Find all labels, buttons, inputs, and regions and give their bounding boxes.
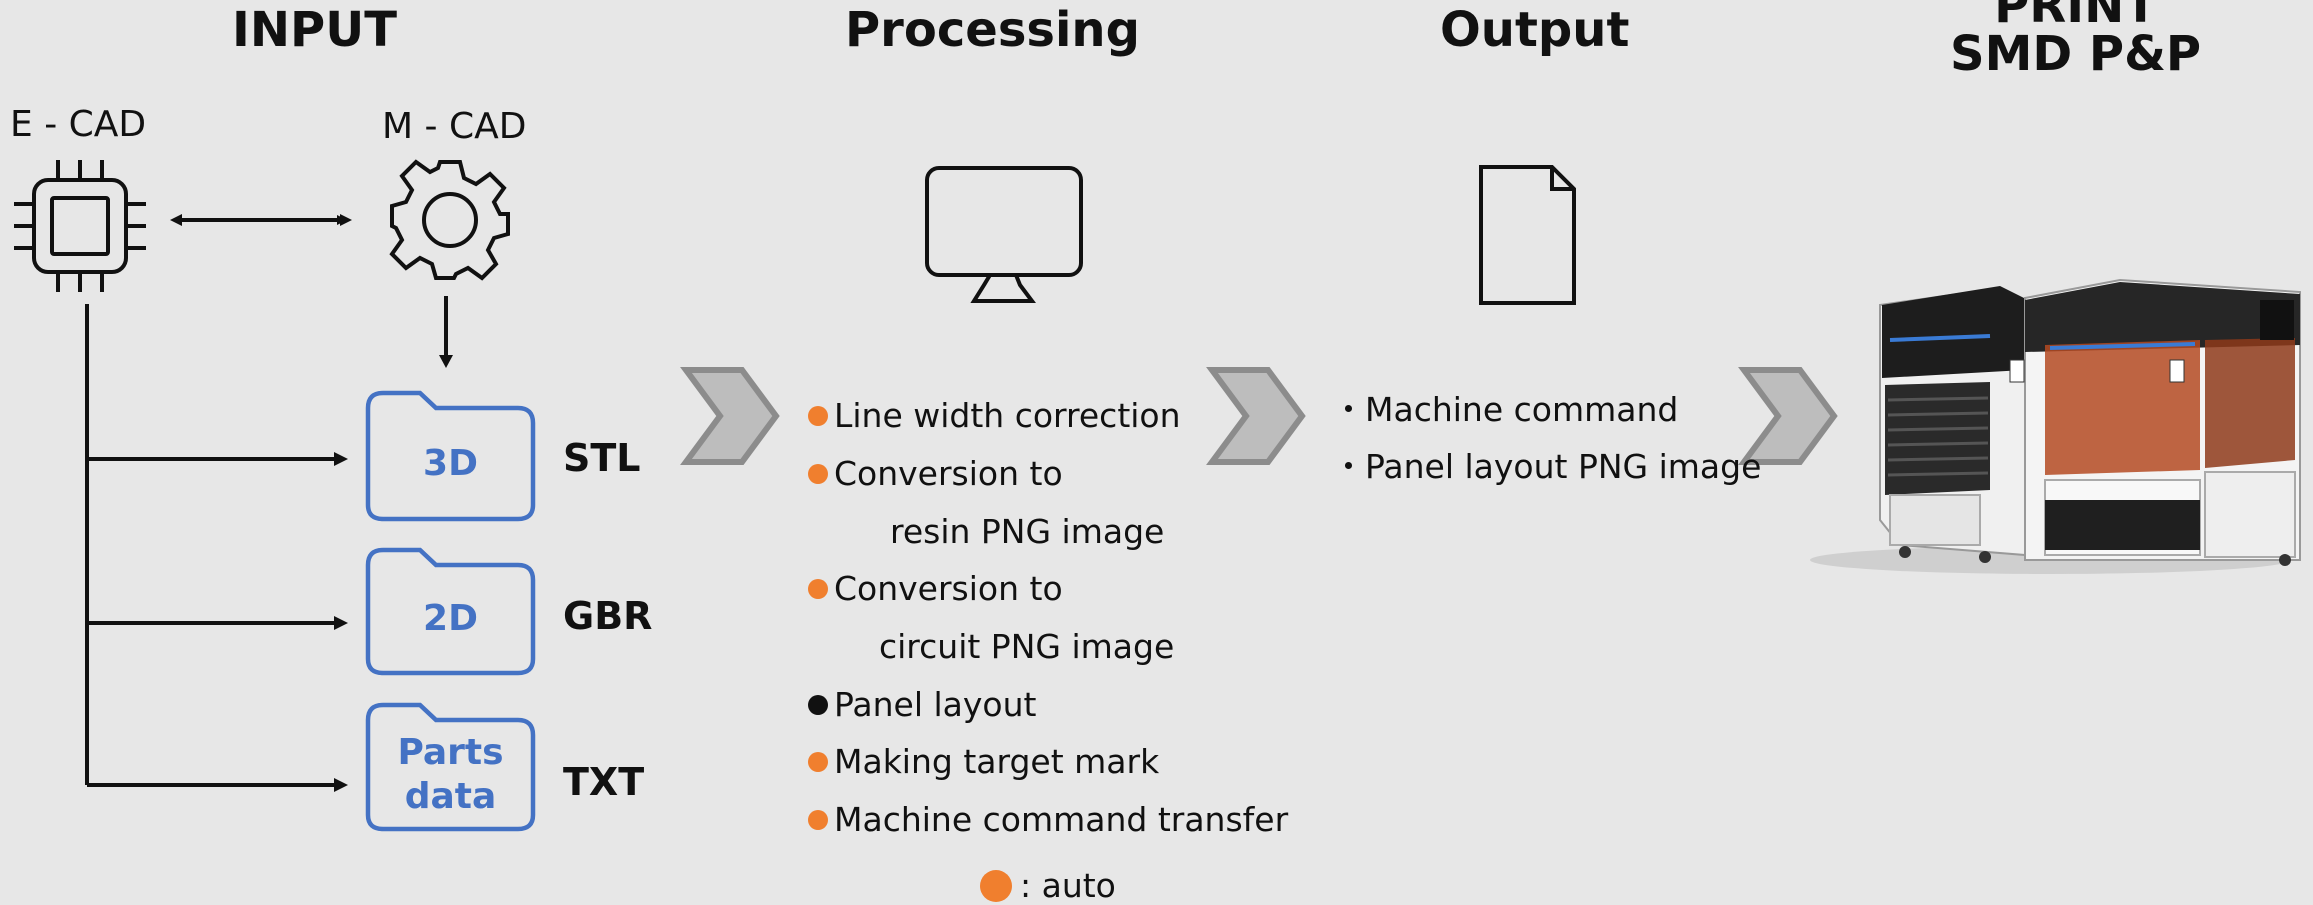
folder-2d-label-line1: 2D	[423, 598, 478, 639]
process-item-circuit-conversion-cont: circuit PNG image	[879, 627, 1175, 666]
folder-3d-label: 3D	[368, 408, 533, 519]
process-item-target-mark: Making target mark	[808, 742, 1159, 781]
heading-input: INPUT	[232, 2, 397, 58]
mcad-label: M - CAD	[382, 106, 527, 147]
heading-print-line2: SMD P&P	[1950, 26, 2202, 82]
legend: : auto	[980, 866, 1116, 905]
heading-print-line1: PRINT	[1994, 0, 2158, 34]
ecad-label: E - CAD	[10, 104, 147, 145]
auto-marker-icon	[808, 578, 828, 599]
process-item-text: Conversion to	[834, 569, 1063, 608]
folder-3d-label-line1: 3D	[423, 442, 478, 484]
output-item-machine-command: ・Machine command	[1332, 390, 1679, 429]
file-type-stl: STL	[563, 436, 641, 480]
process-item-panel-layout: Panel layout	[808, 685, 1036, 724]
gear-icon	[389, 159, 510, 281]
document-icon	[1479, 165, 1576, 305]
folder-parts-label-line2: data	[404, 775, 497, 817]
chevron-arrow-2	[1206, 367, 1306, 465]
file-type-txt: TXT	[563, 760, 645, 804]
chip-icon	[14, 160, 146, 292]
smd-machine-image	[1810, 278, 2301, 574]
process-item-text: Making target mark	[834, 742, 1160, 781]
manual-marker-icon	[808, 694, 828, 715]
process-item-circuit-conversion: Conversion to	[808, 569, 1063, 608]
auto-marker-icon	[808, 751, 828, 772]
auto-marker-icon	[808, 809, 828, 830]
process-item-resin-conversion-cont: resin PNG image	[890, 512, 1165, 551]
auto-marker-icon	[808, 463, 828, 484]
process-item-text: Conversion to	[834, 454, 1063, 493]
process-item-command-transfer: Machine command transfer	[808, 800, 1288, 839]
chevron-arrow-3	[1738, 367, 1838, 465]
output-item-panel-png: ・Panel layout PNG image	[1332, 447, 1762, 486]
auto-marker-icon	[808, 405, 828, 426]
folder-parts	[365, 702, 536, 832]
file-type-gbr: GBR	[563, 594, 653, 638]
process-item-text: Line width correction	[834, 396, 1181, 435]
process-item-resin-conversion: Conversion to	[808, 454, 1063, 493]
folder-parts-label: Parts data	[368, 720, 533, 829]
folder-2d	[365, 547, 536, 676]
heading-print: PRINT SMD P&P	[1950, 0, 2201, 78]
folder-3d	[365, 390, 536, 522]
process-item-line-width: Line width correction	[808, 396, 1181, 435]
heading-output: Output	[1440, 2, 1630, 58]
ecad-branch-lines	[85, 304, 336, 787]
legend-text: : auto	[1020, 866, 1116, 905]
monitor-icon	[925, 166, 1083, 303]
folder-parts-label-line1: Parts	[397, 731, 504, 773]
chevron-arrow-1	[680, 367, 780, 465]
folder-2d-label: 2D	[368, 565, 533, 673]
legend-auto-icon	[980, 869, 1012, 902]
process-item-text: Machine command transfer	[834, 800, 1289, 839]
heading-processing: Processing	[845, 2, 1140, 58]
process-item-text: Panel layout	[834, 685, 1037, 724]
